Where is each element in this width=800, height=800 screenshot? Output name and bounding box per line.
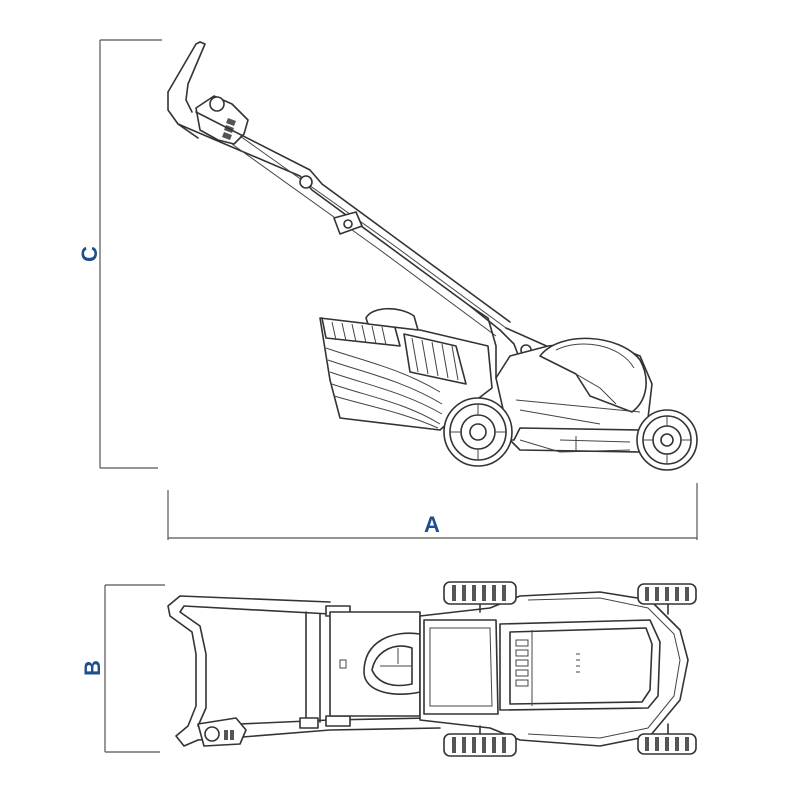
- dimension-c-label: C: [77, 246, 102, 262]
- front-left-wheel-top: [637, 583, 697, 605]
- front-right-wheel-top: [637, 733, 697, 755]
- dimension-a-label: A: [424, 512, 440, 537]
- rear-left-wheel-top: [443, 581, 517, 605]
- top-view: [167, 581, 697, 757]
- side-view: [167, 41, 698, 471]
- dimension-b: B: [80, 584, 165, 753]
- rear-wheel-side: [443, 397, 513, 467]
- front-wheel-side: [636, 409, 698, 471]
- dimension-b-label: B: [80, 660, 105, 676]
- dimension-a: A: [167, 483, 698, 540]
- dimension-c: C: [77, 39, 162, 469]
- rear-right-wheel-top: [443, 733, 517, 757]
